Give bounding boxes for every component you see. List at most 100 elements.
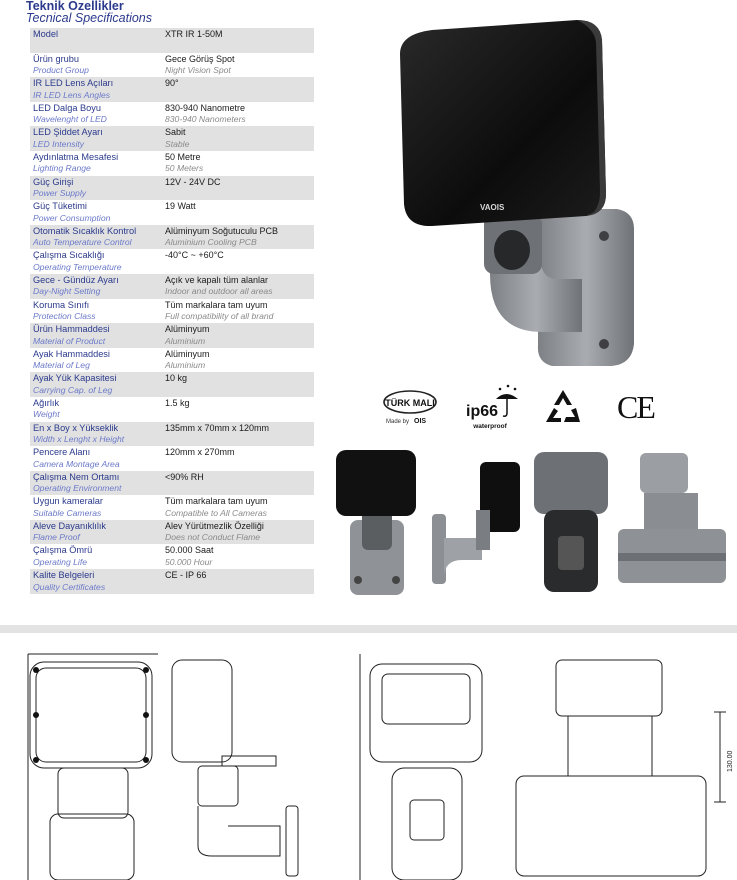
spec-title: Teknik Özellikler bbox=[26, 0, 124, 13]
recycle-icon bbox=[546, 390, 580, 422]
spec-label: LED Şiddet Ayarı bbox=[33, 127, 103, 138]
spec-value: Alüminyum bbox=[165, 348, 210, 359]
product-view-top bbox=[618, 453, 726, 583]
housing bbox=[400, 20, 606, 227]
spec-value: XTR IR 1-50M bbox=[165, 29, 223, 39]
spec-label-en: Auto Temperature Control bbox=[33, 237, 132, 248]
spec-value: Alüminyum Soğutuculu PCB bbox=[165, 225, 279, 236]
section-divider bbox=[0, 625, 737, 633]
spec-label-en: Width x Lenght x Height bbox=[33, 434, 125, 444]
spec-value: 50.000 Saat bbox=[165, 545, 214, 556]
spec-label: Ürün grubu bbox=[33, 53, 79, 64]
spec-label: Çalışma Ömrü bbox=[33, 545, 93, 556]
spec-label-en: Wavelenght of LED bbox=[33, 114, 107, 125]
technical-drawing-front bbox=[27, 653, 158, 880]
spec-label: Çalışma Nem Ortamı bbox=[33, 471, 120, 482]
spec-label: Ayak Yük Kapasitesi bbox=[33, 373, 117, 384]
spec-value-en: Aluminium Cooling PCB bbox=[165, 237, 257, 248]
spec-value: 830-940 Nanometre bbox=[165, 102, 246, 113]
spec-value: -40°C ~ +60°C bbox=[165, 250, 224, 261]
svg-text:OIS: OIS bbox=[414, 418, 426, 425]
spec-label: Ürün Hammaddesi bbox=[33, 324, 110, 335]
spec-label-en: Operating Environment bbox=[33, 483, 122, 494]
spec-value-en: Full compatibility of all brand bbox=[165, 311, 274, 322]
spec-label-en: Protection Class bbox=[33, 311, 96, 322]
brand-plate: VAOIS bbox=[480, 203, 505, 212]
dimension-height-label: 130.00 bbox=[727, 750, 734, 772]
spec-label: Model bbox=[33, 29, 59, 39]
spec-value: <90% RH bbox=[165, 471, 204, 482]
spec-label: Otomatik Sıcaklık Kontrol bbox=[33, 225, 137, 236]
svg-text:Made by: Made by bbox=[386, 419, 409, 425]
spec-label-en: Suitable Cameras bbox=[33, 507, 102, 518]
svg-text:TÜRK MALI: TÜRK MALI bbox=[385, 398, 435, 408]
product-photo: VAOIS bbox=[400, 20, 634, 366]
spec-label: Güç Girişi bbox=[33, 176, 74, 187]
spec-label-en: Material of Product bbox=[33, 335, 106, 346]
spec-label: LED Dalga Boyu bbox=[33, 102, 101, 113]
spec-subtitle: Tecnical Specifications bbox=[26, 11, 152, 25]
spec-label-en: Camera Montage Area bbox=[33, 458, 120, 469]
svg-text:waterproof: waterproof bbox=[472, 423, 507, 430]
spec-value-en: Night Vision Spot bbox=[165, 65, 231, 76]
spec-value: 12V - 24V DC bbox=[165, 176, 221, 187]
technical-drawing-top: 130.00 bbox=[515, 659, 734, 877]
technical-drawing-side bbox=[171, 659, 299, 877]
spec-value: Tüm markalara tam uyum bbox=[165, 496, 268, 507]
spec-label-en: Lighting Range bbox=[33, 163, 91, 174]
spec-label: Koruma Sınıfı bbox=[33, 299, 90, 310]
spec-value-en: 50.000 Hour bbox=[165, 556, 213, 567]
spec-label-en: Operating Life bbox=[33, 556, 87, 567]
spec-label-en: Carrying Cap. of Leg bbox=[33, 384, 113, 395]
spec-label-en: Power Consumption bbox=[33, 212, 111, 223]
spec-label-en: Product Group bbox=[33, 65, 89, 76]
spec-value: Alüminyum bbox=[165, 324, 210, 335]
spec-value: 135mm x 70mm x 120mm bbox=[165, 422, 270, 433]
spec-value: Sabit bbox=[165, 127, 186, 138]
spec-value: CE - IP 66 bbox=[165, 570, 207, 581]
spec-label: Aleve Dayanıklılık bbox=[33, 520, 107, 531]
spec-label: Aydınlatma Mesafesi bbox=[33, 151, 119, 162]
ce-mark: CE bbox=[617, 389, 656, 425]
spec-label-en: IR LED Lens Angles bbox=[33, 89, 111, 100]
spec-value-en: Stable bbox=[165, 138, 190, 149]
spec-value: Tüm markalara tam uyum bbox=[165, 299, 268, 310]
spec-value-en: Aluminium bbox=[165, 335, 206, 346]
spec-value: Gece Görüş Spot bbox=[165, 53, 235, 64]
umbrella-icon bbox=[496, 394, 518, 399]
spec-row: Model XTR IR 1-50M bbox=[30, 28, 314, 53]
spec-label-en: Flame Proof bbox=[33, 532, 80, 543]
spec-value: Alev Yürütmezlik Özelliği bbox=[165, 520, 264, 531]
product-view-back bbox=[534, 452, 608, 592]
spec-value-en: Indoor and outdoor all areas bbox=[165, 286, 273, 297]
spec-value: 1.5 kg bbox=[165, 397, 190, 408]
spec-label-en: LED Intensity bbox=[33, 138, 85, 149]
spec-value-en: 830-940 Nanometers bbox=[165, 114, 246, 125]
spec-label: Kalite Belgeleri bbox=[33, 570, 95, 581]
spec-label: Pencere Alanı bbox=[33, 447, 91, 458]
spec-label-en: Quality Certificates bbox=[33, 581, 106, 592]
spec-value: Açık ve kapalı tüm alanlar bbox=[165, 274, 269, 285]
spec-value-en: 50 Meters bbox=[165, 163, 204, 174]
turk-mali-badge: TÜRK MALI Made by OIS bbox=[383, 390, 437, 425]
technical-drawing-back bbox=[359, 654, 483, 880]
spec-value: 10 kg bbox=[165, 373, 188, 384]
spec-label: Ayak Hammaddesi bbox=[33, 348, 110, 359]
spec-label-en: Power Supply bbox=[33, 188, 87, 199]
